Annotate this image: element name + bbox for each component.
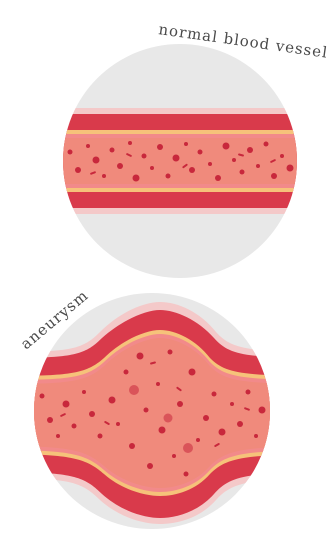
normal-vessel-inner-layer-top	[0, 134, 336, 138]
normal-vessel-lining-top	[0, 130, 336, 134]
normal-vessel-lining-bottom	[0, 188, 336, 192]
normal-vessel-inner-layer-bottom	[0, 184, 336, 188]
normal-vessel-illustration	[0, 44, 336, 278]
